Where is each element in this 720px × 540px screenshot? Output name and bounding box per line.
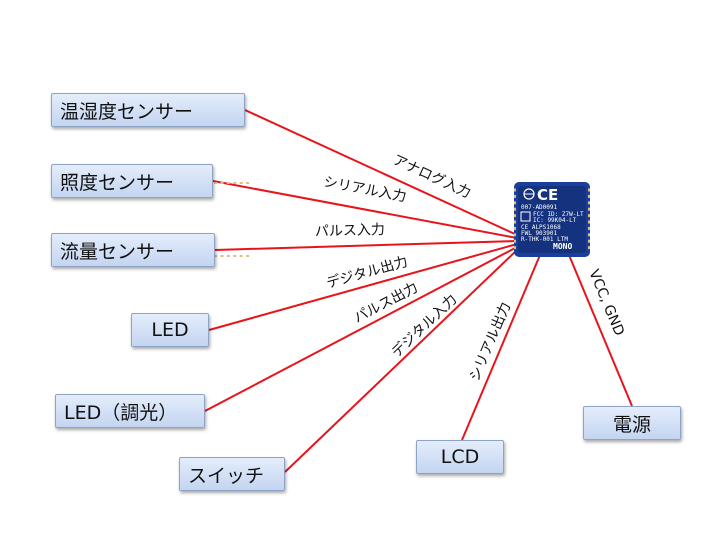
module-pad — [246, 255, 250, 257]
illuminance-sensor-box: 照度センサー — [51, 164, 213, 198]
module-pad — [588, 226, 590, 230]
module-pad — [214, 182, 218, 184]
module-pad — [588, 233, 590, 237]
node-label: 照度センサー — [60, 171, 175, 194]
module-pad — [588, 194, 590, 198]
module-line-5: FWL 903901 — [521, 230, 558, 237]
module-pad — [588, 246, 590, 250]
connector-led — [208, 243, 518, 331]
module-pad — [514, 201, 516, 205]
module-pad — [514, 226, 516, 230]
module-pad — [588, 239, 590, 243]
module-pad — [514, 214, 516, 218]
edge-label-power: VCC, GND — [585, 267, 627, 338]
led-dimming-box: LED（調光） — [55, 394, 205, 428]
module-pad — [514, 194, 516, 198]
connector-power — [568, 254, 633, 407]
module-pad — [514, 233, 516, 237]
module-pad — [239, 255, 243, 257]
temperature-humidity-sensor-box: 温湿度センサー — [51, 93, 245, 127]
module-line-3: IC: 99K04-LT — [533, 217, 577, 224]
node-label: 温湿度センサー — [60, 100, 194, 123]
edge-label-ryuryo: パルス入力 — [315, 222, 385, 240]
connector-lcd — [461, 254, 541, 441]
module-pad — [514, 207, 516, 211]
node-label: LED（調光） — [64, 401, 178, 424]
switch-box: スイッチ — [179, 457, 285, 491]
node-label: 流量センサー — [60, 240, 175, 263]
power-supply-box: 電源 — [583, 406, 681, 440]
module-pad — [514, 220, 516, 224]
module-pad — [588, 214, 590, 218]
ce-mark: CE — [537, 186, 558, 204]
module-line-4: CE ALPS1068 — [521, 224, 561, 231]
node-label: スイッチ — [188, 464, 265, 487]
connector-shodo — [212, 180, 518, 239]
module-pad — [514, 188, 516, 192]
module-pad — [588, 207, 590, 211]
connector-onsitsu — [244, 109, 518, 236]
module-pad — [588, 201, 590, 205]
module-pad — [233, 255, 237, 257]
module-line-2: FCC ID: Z7W-LT — [533, 211, 584, 218]
module-pad — [226, 182, 230, 184]
node-label: 電源 — [612, 413, 651, 436]
module-pad — [226, 255, 230, 257]
module-pad — [233, 182, 237, 184]
module-pad — [220, 182, 224, 184]
module-brand: MONO — [553, 242, 572, 251]
module-pad — [588, 220, 590, 224]
module-pad — [514, 246, 516, 250]
node-label: LCD — [440, 446, 480, 468]
module-line-1: 007-AD0091 — [521, 204, 558, 211]
wireless-module-chip: CE 007-AD0091 FCC ID: Z7W-LT IC: 99K04-L… — [188, 182, 590, 257]
module-pad — [214, 255, 218, 257]
module-pad — [514, 239, 516, 243]
module-line-6: R-THK-001 LTM — [521, 236, 568, 243]
module-pad — [246, 182, 250, 184]
qr-code-icon — [520, 211, 531, 222]
connector-led-dimming — [204, 246, 518, 412]
flow-sensor-box: 流量センサー — [51, 233, 215, 267]
node-label: LED — [151, 319, 189, 341]
connector-ryuryo — [214, 240, 518, 251]
connector-switch — [284, 249, 518, 473]
lcd-box: LCD — [416, 440, 504, 474]
module-pad — [220, 255, 224, 257]
module-pad — [588, 188, 590, 192]
module-pad — [239, 182, 243, 184]
led-box: LED — [131, 313, 209, 347]
